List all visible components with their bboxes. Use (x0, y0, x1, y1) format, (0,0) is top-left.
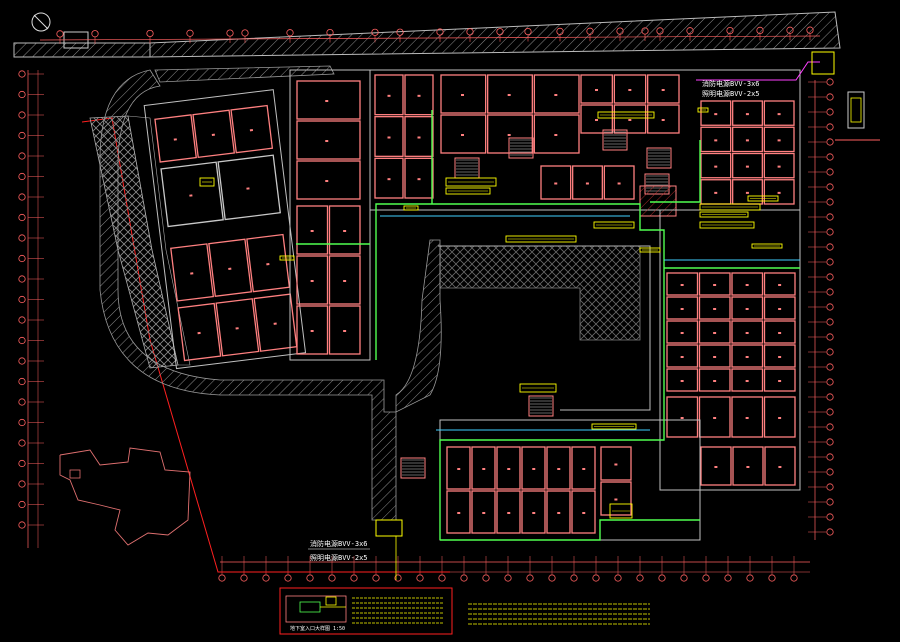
entrance-marker-box (375, 519, 403, 537)
cyan-cable-route (380, 215, 800, 431)
top-axis-grid (39, 26, 821, 44)
north-block (289, 69, 801, 479)
cable-label-top-1: 消防电源BVV-3x6 (702, 79, 760, 88)
cable-label-bottom-2: 照明电源BVV-2x5 (310, 553, 368, 562)
magenta-cable-route (696, 61, 820, 81)
left-axis-grid (18, 70, 44, 548)
cable-label-top-2: 照明电源BVV-2x5 (702, 89, 760, 98)
top-right-box (811, 51, 835, 75)
yellow-annotation-blocks (199, 107, 783, 519)
top-boundary-band (13, 11, 841, 58)
cable-label-bottom-1: 消防电源BVV-3x6 (310, 539, 368, 548)
legend-title: 地下室入口大样图 1:50 (290, 625, 345, 632)
right-equipment-detail (835, 91, 880, 141)
right-axis-grid (808, 78, 834, 540)
right-notes-block (468, 603, 650, 625)
legend-detail-panel: 地下室入口大样图 1:50 (279, 587, 453, 635)
west-block (143, 89, 307, 370)
ramp-hatched-road (99, 65, 442, 521)
north-arrow-icon (31, 12, 51, 32)
green-cable-route (296, 110, 800, 541)
courtyard-outline (438, 245, 651, 411)
neighbour-building-outline (59, 447, 191, 546)
